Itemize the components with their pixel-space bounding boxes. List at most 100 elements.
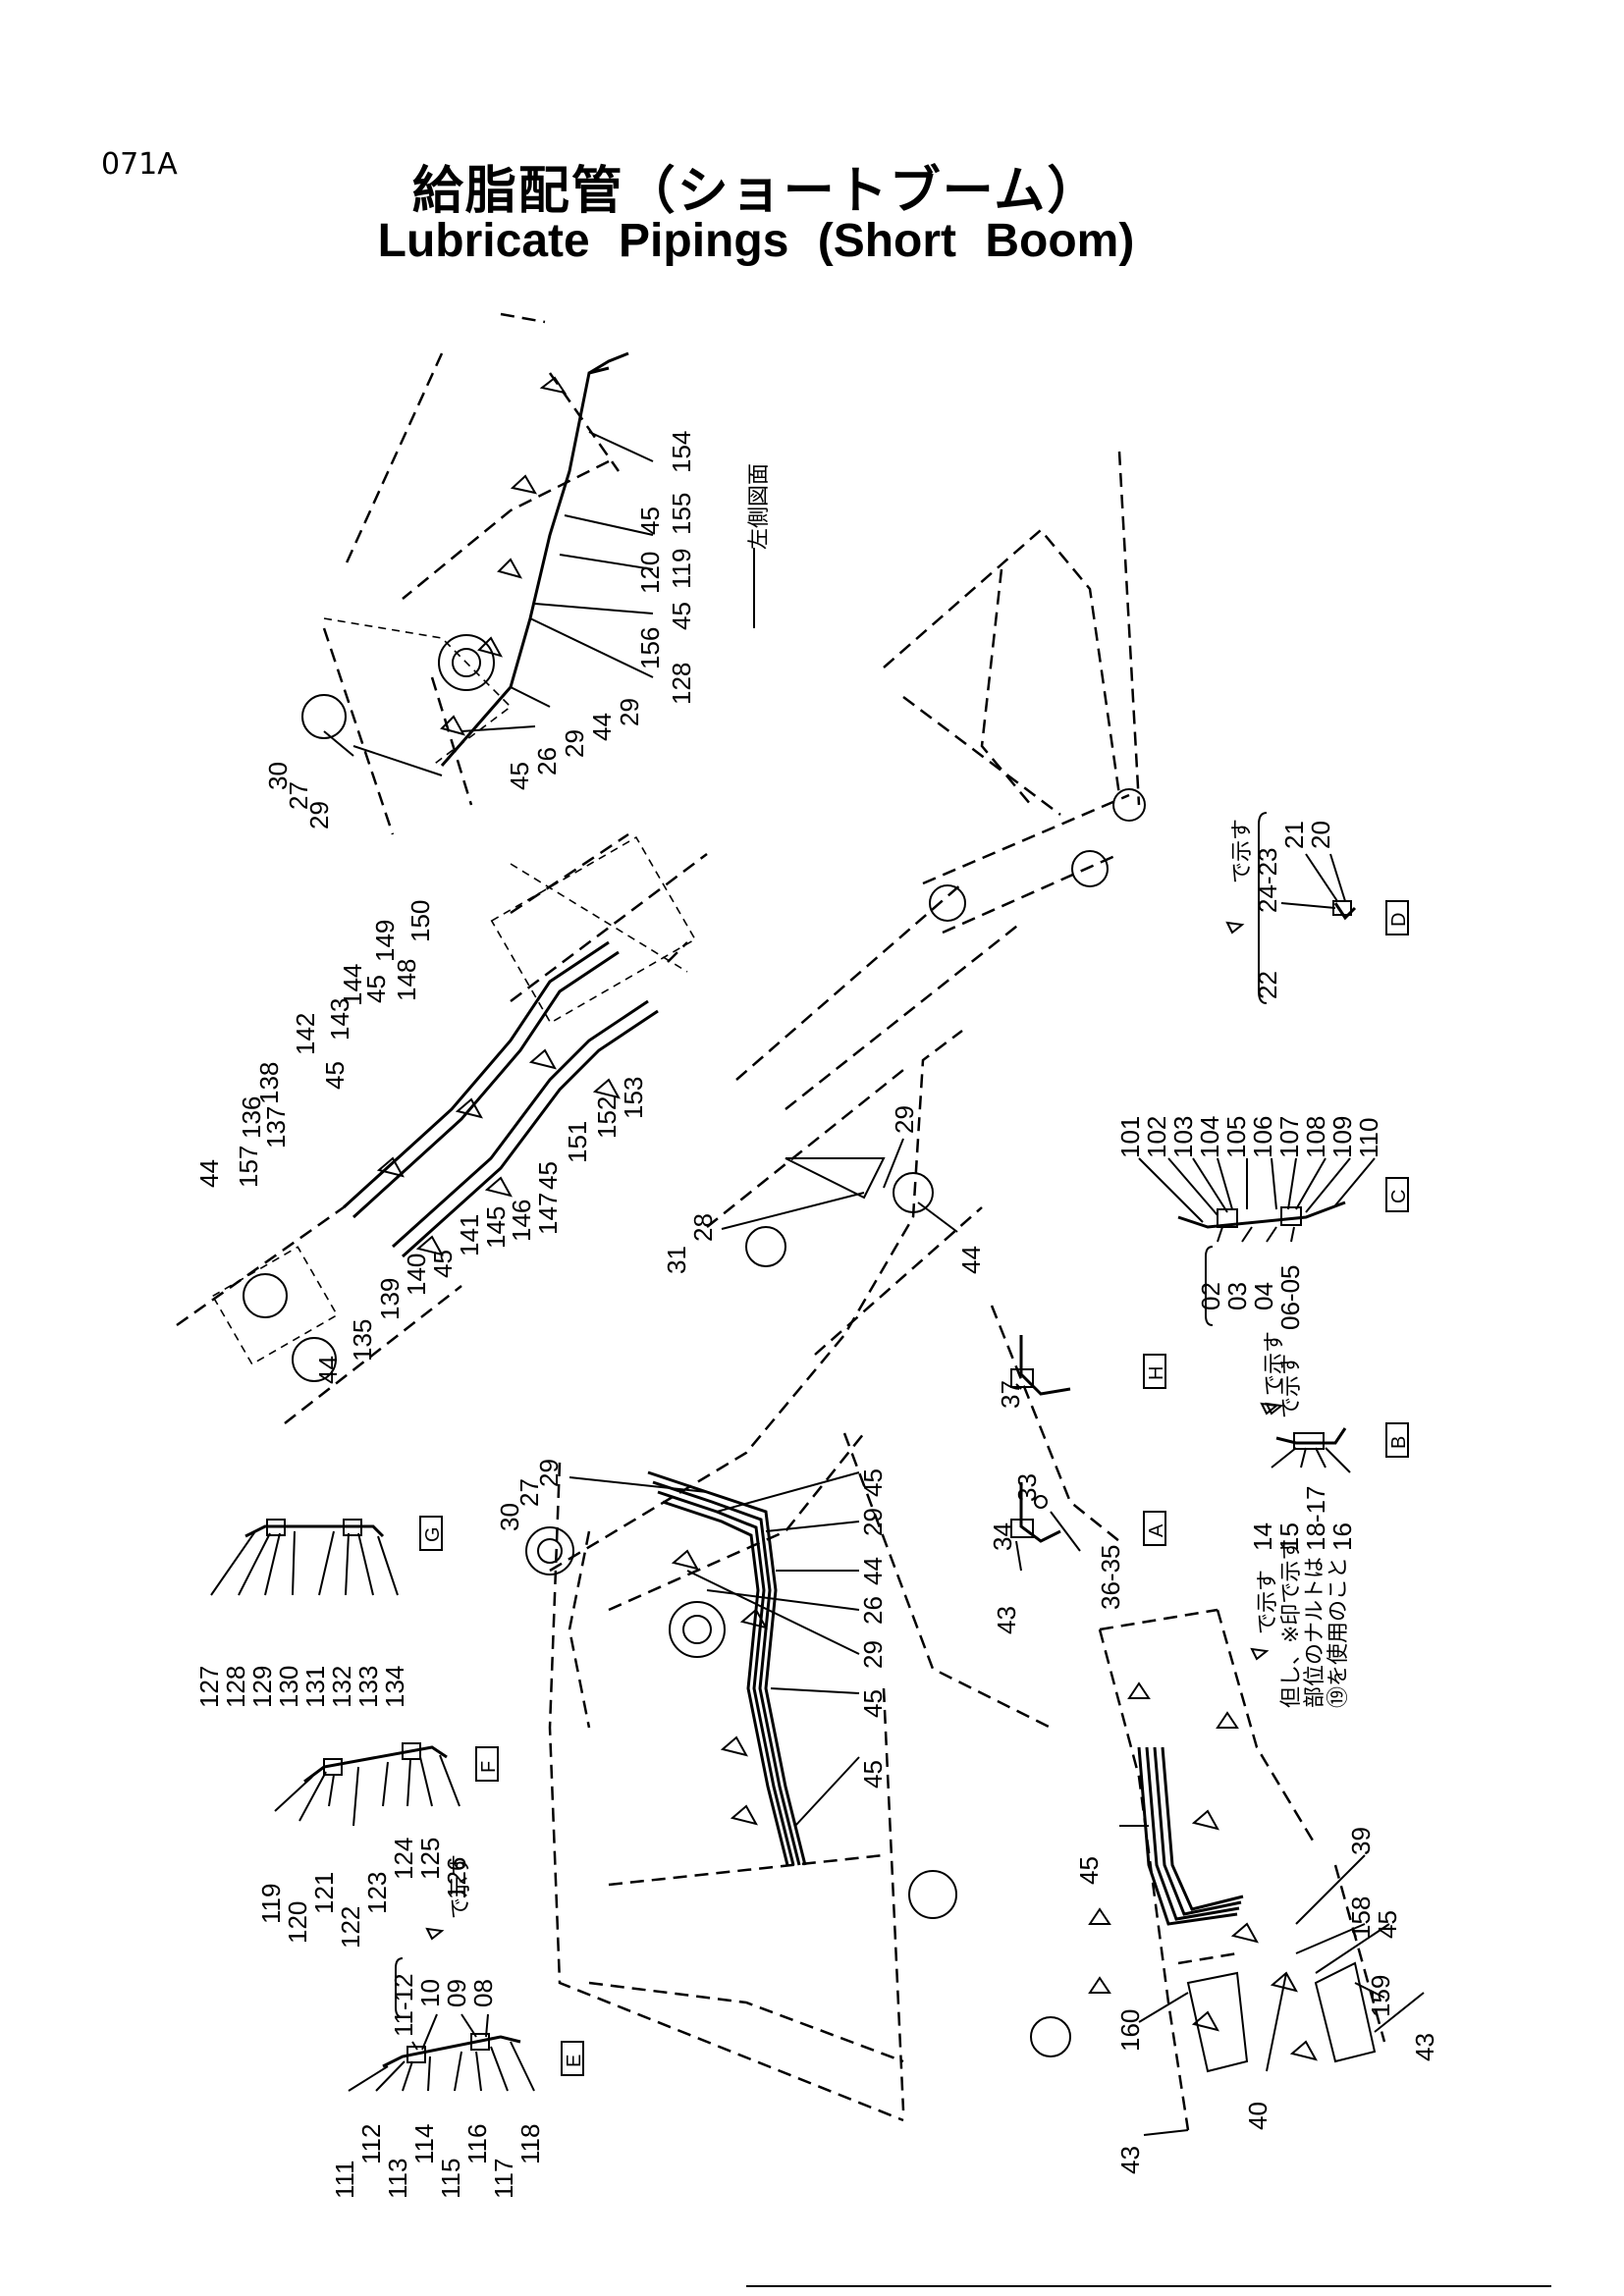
part-callout-number: 146 — [507, 1200, 536, 1242]
part-callout-number: 139 — [375, 1278, 405, 1320]
part-callout-number: 118 — [515, 2124, 545, 2164]
part-callout-number: 147 — [533, 1193, 563, 1235]
part-callout-number: 125 — [415, 1838, 445, 1880]
annotation-note: で示す — [449, 1854, 473, 1919]
part-callout-number: 30 — [495, 1503, 524, 1531]
part-callout-number: 142 — [291, 1013, 320, 1055]
part-callout-number: 45 — [320, 1061, 350, 1090]
part-callout-number: 114 — [409, 2124, 439, 2164]
part-callout-number: 140 — [402, 1254, 431, 1296]
part-callout-number: 15 — [1274, 1522, 1304, 1551]
detail-f: 119 120 121 122 123 124 125 126 F — [256, 1742, 500, 1949]
part-callout-number: 109 — [1327, 1116, 1357, 1158]
part-callout-number: 08 — [468, 1979, 498, 2007]
part-callout-number: 29 — [560, 729, 589, 758]
detail-box-e — [561, 2041, 584, 2076]
part-callout-number: 127 — [194, 1666, 224, 1708]
side-view-label: 左側図面 — [747, 463, 772, 550]
detail-b: で示す 14 15 18-17 16 B — [1248, 1354, 1410, 1551]
part-callout-number: 107 — [1274, 1116, 1304, 1158]
part-callout-number: 150 — [406, 900, 435, 942]
callouts-boom: 31 28 29 44 30 27 29 45 29 44 26 29 45 4… — [495, 1105, 986, 1827]
part-callout-number: 123 — [362, 1872, 392, 1914]
part-callout-number: 149 — [370, 920, 400, 962]
part-callout-number: 151 — [563, 1121, 592, 1163]
detail-box-a — [1143, 1511, 1166, 1546]
part-callout-number: 119 — [256, 1884, 286, 1924]
part-callout-number: 44 — [313, 1356, 343, 1384]
part-callout-number: 104 — [1195, 1116, 1224, 1158]
detail-box-letter: A — [1146, 1523, 1167, 1537]
part-callout-number: 119 — [667, 549, 696, 589]
part-callout-number: 133 — [353, 1666, 383, 1708]
part-callout-number: 131 — [300, 1666, 330, 1708]
annotation-note: で示す — [1263, 1331, 1287, 1396]
part-callout-number: 45 — [428, 1250, 458, 1278]
part-callout-number: 34 — [988, 1522, 1017, 1551]
part-callout-number: 105 — [1221, 1116, 1251, 1158]
part-callout-number: 31 — [662, 1246, 691, 1274]
callouts-top-left: 30 27 29 45 26 29 44 29 128 45 156 120 1… — [263, 431, 696, 829]
footer-rule — [746, 2285, 1551, 2287]
part-callout-number: 44 — [956, 1246, 986, 1274]
detail-box-letter: F — [478, 1761, 500, 1773]
part-callout-number: 45 — [505, 762, 534, 790]
part-callout-number: 45 — [533, 1161, 563, 1190]
part-callout-number: 24-23 — [1253, 848, 1282, 914]
part-callout-number: 04 — [1249, 1282, 1278, 1310]
part-callout-number: 101 — [1115, 1116, 1145, 1158]
part-callout-number: 112 — [356, 2124, 386, 2164]
detail-d: で示す 22 24-23 21 20 D — [1225, 812, 1410, 1004]
part-callout-number: 129 — [247, 1666, 277, 1708]
detail-box-letter: C — [1388, 1190, 1410, 1203]
part-callout-number: 29 — [890, 1105, 919, 1134]
part-callout-number: 06-05 — [1275, 1265, 1305, 1331]
detail-box-f — [475, 1746, 499, 1782]
part-callout-number: 145 — [481, 1206, 511, 1249]
part-callout-number: 113 — [383, 2159, 412, 2199]
part-callout-number: 40 — [1243, 2102, 1272, 2130]
part-callout-number: 29 — [858, 1508, 888, 1536]
part-callout-number: 102 — [1142, 1116, 1171, 1158]
part-callout-number: 111 — [330, 2160, 359, 2199]
part-callout-number: 20 — [1306, 821, 1335, 849]
part-callout-number: 117 — [489, 2159, 518, 2199]
detail-c: 101 102 103 104 105 106 107 108 109 110 … — [1115, 1116, 1410, 1415]
annotation-note: で示す — [1279, 1354, 1304, 1418]
part-callout-number: 29 — [858, 1640, 888, 1669]
detail-e: で示す 11-12 10 09 08 111 112 113 114 115 1… — [330, 1854, 585, 2199]
detail-box-b — [1385, 1422, 1409, 1458]
part-callout-number: 136 — [237, 1096, 266, 1139]
part-callout-number: 155 — [667, 493, 696, 535]
part-callout-number: 143 — [325, 998, 354, 1041]
part-callout-number: 148 — [392, 959, 421, 1001]
detail-box-g — [419, 1516, 443, 1551]
part-callout-number: 39 — [1346, 1827, 1376, 1855]
part-callout-number: 158 — [1346, 1896, 1376, 1939]
nut-note: で示す 但し、※印で示す 部位のナルトは ⑲を使用のこと — [1250, 1539, 1351, 1708]
part-callout-number: 153 — [619, 1077, 648, 1119]
part-callout-number: 43 — [1115, 2146, 1145, 2174]
part-callout-number: 29 — [615, 698, 644, 726]
part-callout-number: 10 — [415, 1979, 445, 2007]
main-boom-drawing — [525, 451, 1146, 2122]
part-callout-number: 22 — [1253, 971, 1282, 999]
detail-h: 37 H — [996, 1335, 1167, 1409]
part-callout-number: 157 — [234, 1146, 263, 1188]
part-callout-number: 124 — [389, 1838, 418, 1880]
title-english: Lubricate Pipings (Short Boom) — [377, 215, 1135, 267]
part-callout-number: 138 — [254, 1062, 284, 1104]
page-code: 071A — [101, 147, 178, 182]
callouts-mid-left: 44 157 136 138 137 45 142 143 144 45 148… — [194, 900, 648, 1384]
part-callout-number: 154 — [667, 431, 696, 473]
part-callout-number: 135 — [348, 1319, 377, 1362]
annotation-note: 部位のナルトは — [1303, 1557, 1327, 1708]
detail-box-d — [1385, 900, 1409, 935]
part-callout-number: 120 — [635, 552, 665, 594]
part-callout-number: 43 — [992, 1606, 1021, 1634]
part-callout-number: 29 — [304, 801, 334, 829]
part-callout-number: 44 — [194, 1159, 224, 1188]
part-callout-number: 115 — [436, 2159, 465, 2199]
detail-box-letter: E — [564, 2055, 585, 2067]
part-callout-number: 03 — [1222, 1282, 1252, 1310]
